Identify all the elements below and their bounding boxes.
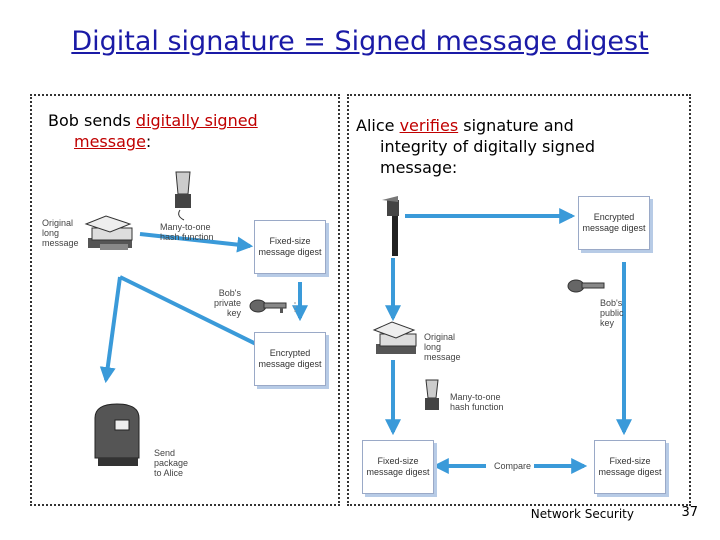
alice-right-digest-box: Fixed-size message digest — [594, 440, 666, 494]
alice-original-label: Original long message — [424, 332, 461, 362]
bob-hash-label: Many-to-one hash function — [160, 222, 214, 242]
bob-text-pre: Bob sends — [48, 111, 136, 130]
alice-encrypted-box: Encrypted message digest — [578, 196, 650, 250]
bob-arrow-to-digest — [139, 232, 254, 253]
alice-public-key-label: Bob's public key — [600, 298, 624, 328]
bob-document-icon — [84, 215, 133, 250]
alice-left-digest-box: Fixed-size message digest — [362, 440, 434, 494]
bob-original-label: Original long message — [42, 218, 79, 248]
bob-text-post: : — [145, 132, 152, 151]
alice-text-pre: Alice — [356, 116, 400, 135]
alice-text-highlight: verifies — [399, 116, 459, 135]
page-number: 37 — [681, 505, 698, 520]
alice-hash-function-icon — [425, 379, 439, 410]
alice-text-line3: message: — [380, 158, 458, 177]
bob-encrypted-box: Encrypted message digest — [254, 332, 326, 386]
bob-text-highlight-2: message — [74, 132, 146, 151]
alice-document-icon — [372, 321, 417, 354]
bob-text-highlight-1: digitally signed — [135, 111, 258, 130]
bob-send-label: Send package to Alice — [154, 448, 189, 478]
bob-private-key-label: Bob's private key — [214, 288, 242, 318]
bob-digest-box: Fixed-size message digest — [254, 220, 326, 274]
alice-compare-label: Compare — [494, 461, 532, 471]
alice-description: Alice verifies signature and integrity o… — [356, 115, 686, 178]
alice-hash-label: Many-to-one hash function — [450, 392, 504, 412]
bob-private-key-icon — [249, 299, 287, 313]
footer-text: Network Security — [530, 507, 634, 521]
alice-public-key-icon — [567, 279, 605, 293]
bob-panel — [30, 94, 340, 506]
bob-arrow-from-encrypted — [119, 275, 259, 347]
bob-hash-function-icon — [175, 171, 191, 221]
alice-text-line1-post: signature and — [458, 116, 574, 135]
slide-title: Digital signature = Signed message diges… — [71, 26, 649, 57]
bob-description: Bob sends digitally signed message: — [48, 110, 328, 152]
alice-panel — [347, 94, 691, 506]
alice-mailbox-icon — [382, 196, 399, 256]
bob-arrow-from-document — [99, 276, 122, 384]
bob-mailbox-icon — [94, 403, 140, 466]
alice-text-line2: integrity of digitally signed — [380, 137, 596, 156]
